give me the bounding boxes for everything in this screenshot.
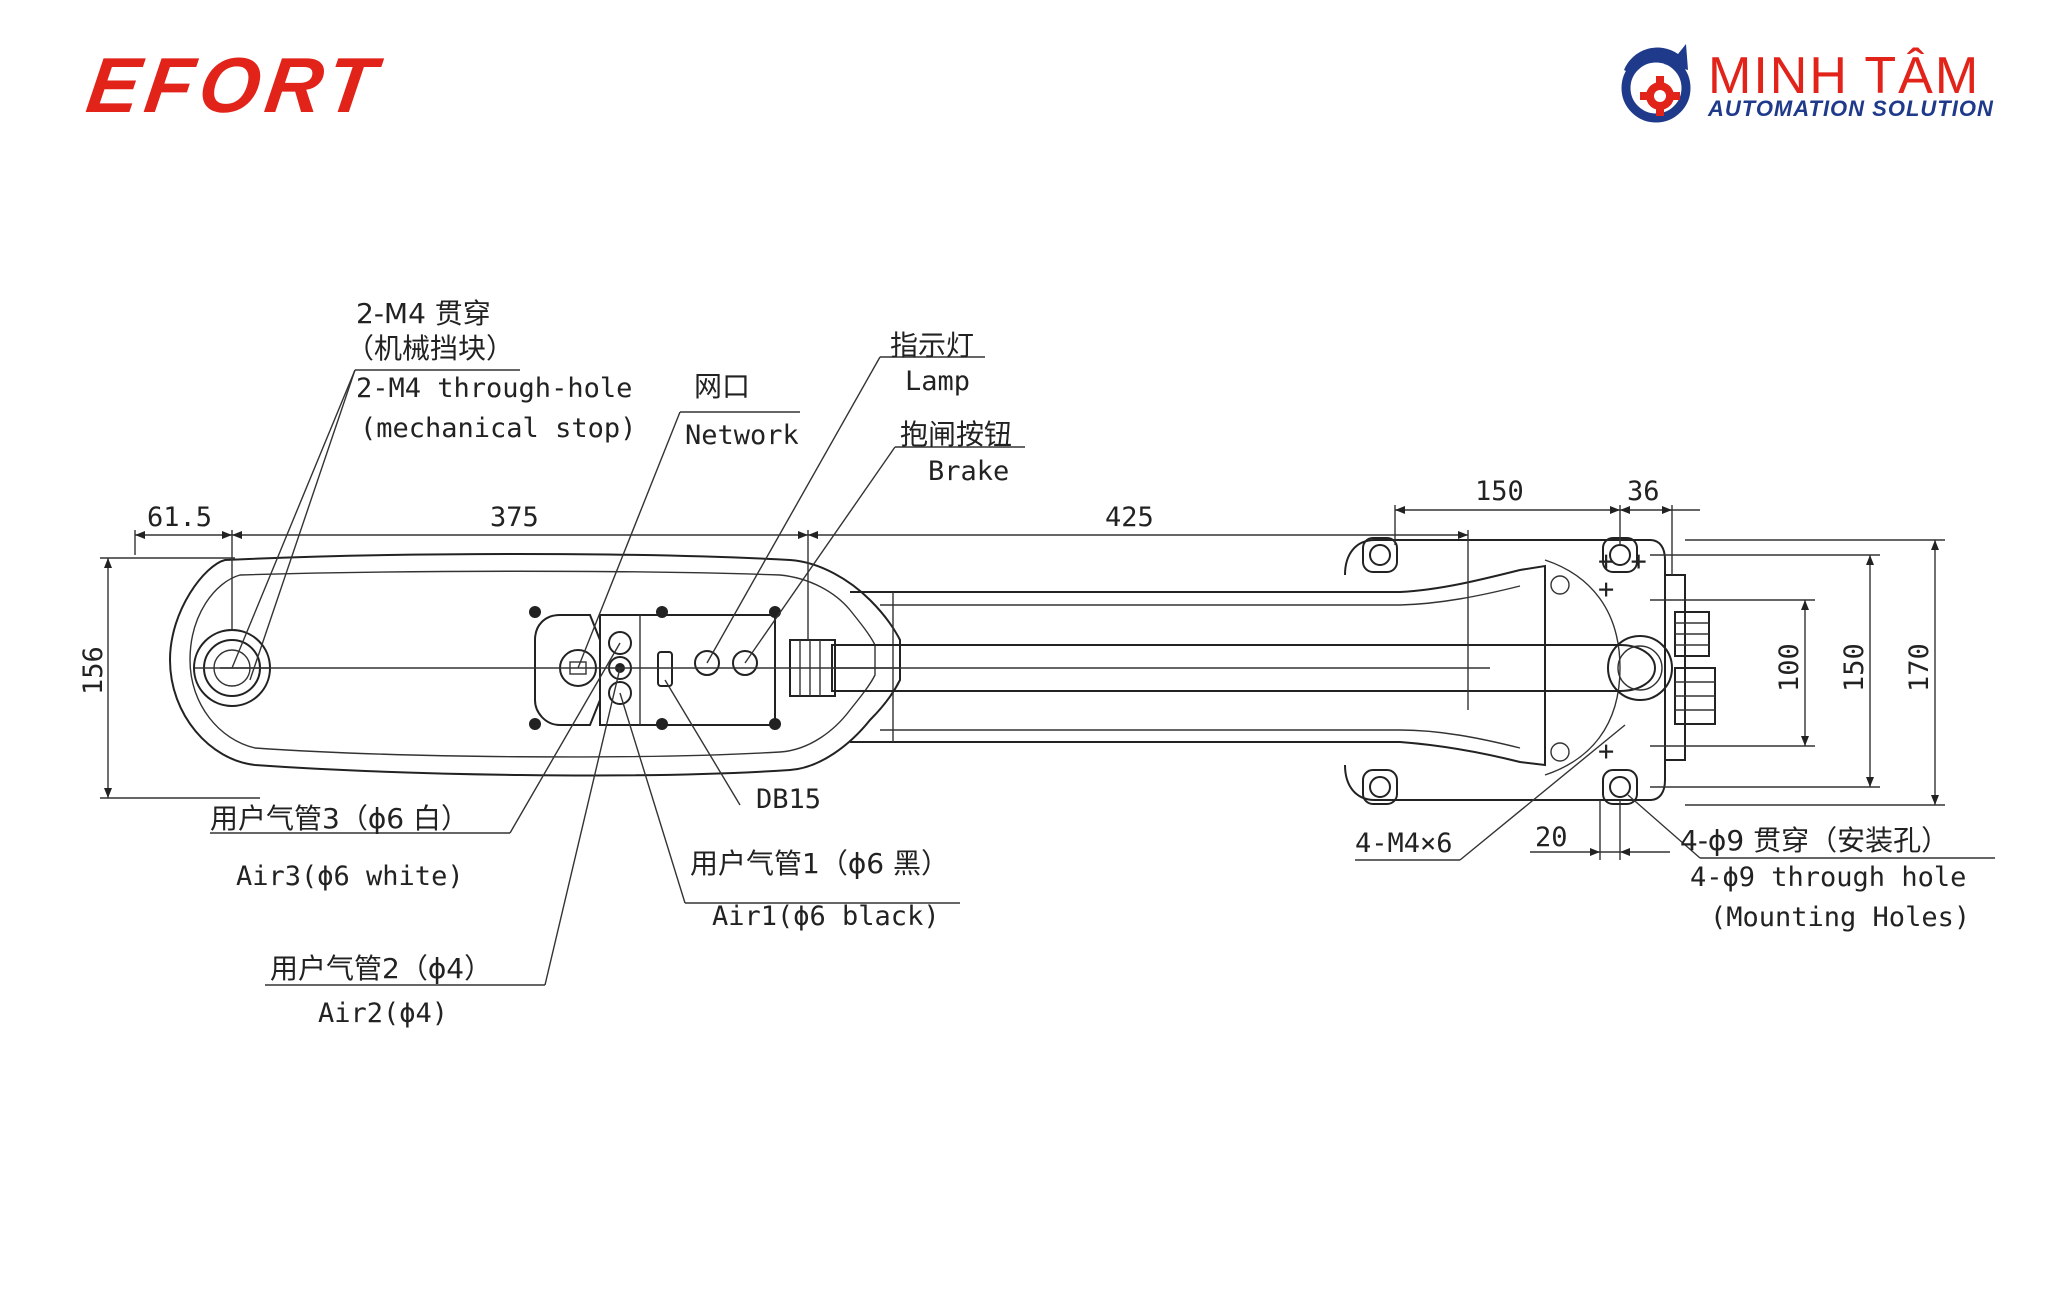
minh-tam-subtitle: AUTOMATION SOLUTION (1708, 96, 1994, 121)
lamp-label-cn: 指示灯 (890, 329, 974, 362)
gear-icon (1621, 44, 1691, 123)
lamp-label-en: Lamp (905, 366, 970, 397)
second-link-outline (831, 564, 1657, 767)
air1-label-cn: 用户气管1（ϕ6 黑） (690, 847, 949, 880)
dim-156: 156 (78, 646, 109, 695)
base-mount: + + + + (1344, 539, 1716, 801)
dim-150-side: 150 (1839, 643, 1870, 692)
m4x6-label: 4-M4×6 (1355, 828, 1453, 859)
air1-label-en: Air1(ϕ6 black) (712, 901, 940, 932)
dimension-values: 61.5 375 425 150 36 20 156 100 150 170 (78, 476, 1935, 853)
network-label-cn: 网口 (694, 370, 750, 403)
brake-label-cn: 抱闸按钮 (900, 418, 1012, 451)
hole-label-en-2: (Mounting Holes) (1710, 902, 1970, 933)
stop-label-en-1: 2-M4 through-hole (356, 373, 632, 404)
dim-375: 375 (490, 502, 539, 533)
dim-150-top: 150 (1475, 476, 1524, 507)
first-link-outline (168, 553, 901, 777)
mounting-holes (1362, 537, 1638, 805)
db15-label: DB15 (756, 784, 821, 815)
dim-61-5: 61.5 (147, 502, 212, 533)
dim-20: 20 (1535, 822, 1568, 853)
hole-label-cn: 4-ϕ9 贯穿（安装孔） (1680, 824, 1949, 857)
air3-label-en: Air3(ϕ6 white) (236, 861, 464, 892)
hole-label-en-1: 4-ϕ9 through hole (1690, 862, 1966, 893)
air2-label-en: Air2(ϕ4) (318, 998, 448, 1029)
db15-port (657, 651, 673, 687)
stop-label-cn: 2-M4 贯穿 (356, 297, 491, 330)
dim-170: 170 (1904, 643, 1935, 692)
stop-label-cn-2: （机械挡块） (346, 332, 514, 365)
mounting-hole (1362, 537, 1398, 573)
annotation-labels: 2-M4 贯穿 （机械挡块） 2-M4 through-hole (mechan… (210, 297, 1970, 1029)
cable-gland-1 (1674, 611, 1710, 657)
network-label-en: Network (685, 420, 799, 451)
leader-lines (210, 356, 1995, 986)
svg-text:+: + (1598, 574, 1614, 605)
brake-button (732, 650, 758, 676)
mounting-hole (1362, 769, 1398, 805)
dim-36: 36 (1627, 476, 1660, 507)
dimension-lines (100, 505, 1945, 860)
minh-tam-name: MINH TÂM (1708, 47, 1981, 105)
air3-label-cn: 用户气管3（ϕ6 白） (210, 802, 469, 835)
brake-label-en: Brake (928, 456, 1009, 487)
stop-label-en-2: (mechanical stop) (360, 413, 636, 444)
dim-425: 425 (1105, 502, 1154, 533)
air2-label-cn: 用户气管2（ϕ4） (270, 952, 492, 985)
dim-100: 100 (1774, 643, 1805, 692)
lamp (694, 650, 720, 676)
cable-gland-2 (1674, 667, 1716, 725)
